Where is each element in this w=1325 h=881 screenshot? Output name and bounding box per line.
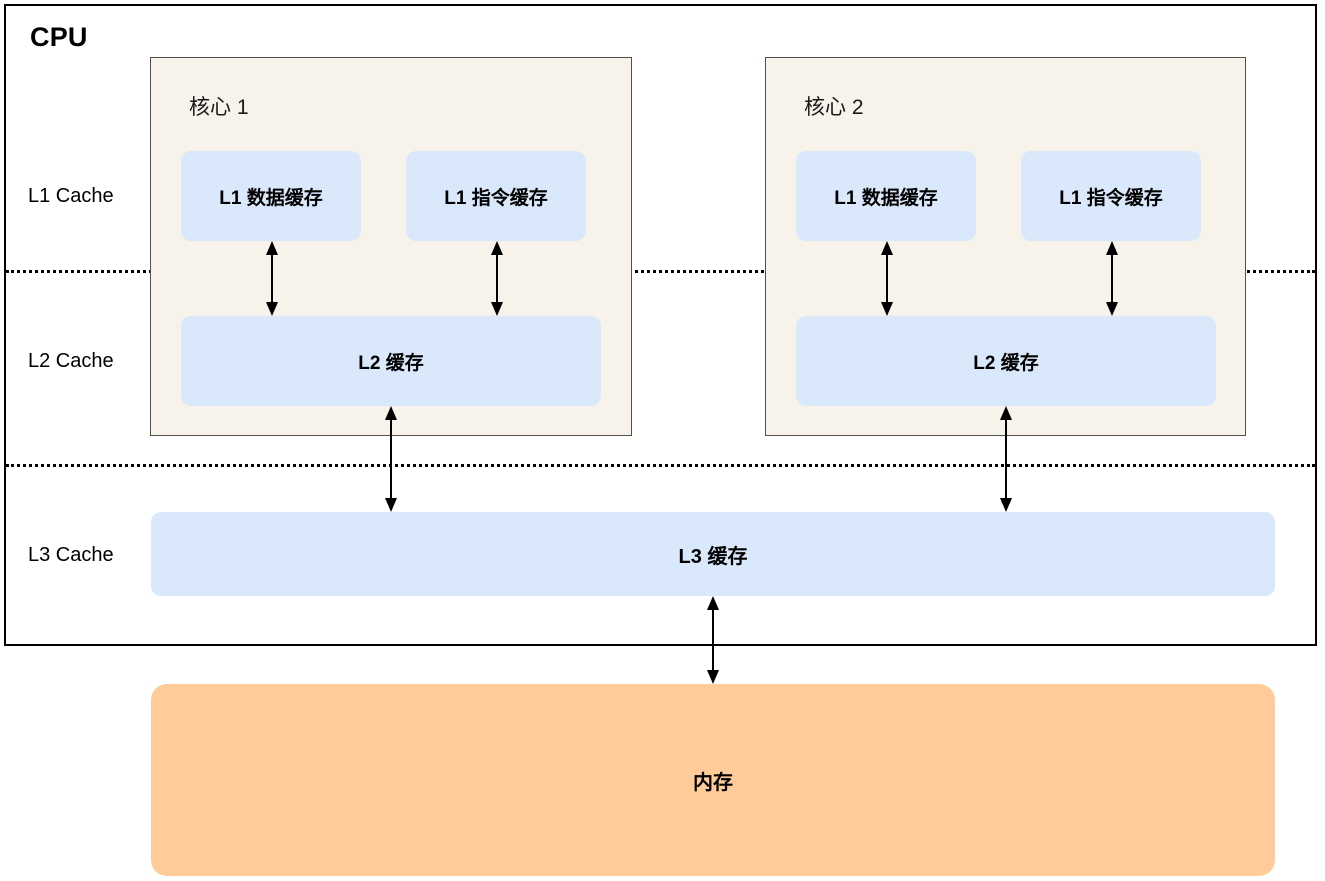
level-label-l1: L1 Cache bbox=[28, 185, 114, 207]
core-1-label: 核心 1 bbox=[189, 96, 249, 119]
separator-l2-l3 bbox=[6, 464, 1315, 467]
core-1-l2-cache[interactable]: L2 缓存 bbox=[181, 316, 601, 406]
level-label-l2: L2 Cache bbox=[28, 350, 114, 372]
core-1-l1-data-cache[interactable]: L1 数据缓存 bbox=[181, 151, 361, 241]
cpu-title: CPU bbox=[30, 22, 88, 52]
core-2-l1-data-cache[interactable]: L1 数据缓存 bbox=[796, 151, 976, 241]
level-label-l3: L3 Cache bbox=[28, 544, 114, 566]
memory-block[interactable]: 内存 bbox=[151, 684, 1275, 876]
separator-l1-l2 bbox=[6, 270, 1315, 273]
core-1-l1-instruction-cache[interactable]: L1 指令缓存 bbox=[406, 151, 586, 241]
core-2-label: 核心 2 bbox=[804, 96, 864, 119]
core-2-l2-cache[interactable]: L2 缓存 bbox=[796, 316, 1216, 406]
l3-cache[interactable]: L3 缓存 bbox=[151, 512, 1275, 596]
core-2-l1-instruction-cache[interactable]: L1 指令缓存 bbox=[1021, 151, 1201, 241]
